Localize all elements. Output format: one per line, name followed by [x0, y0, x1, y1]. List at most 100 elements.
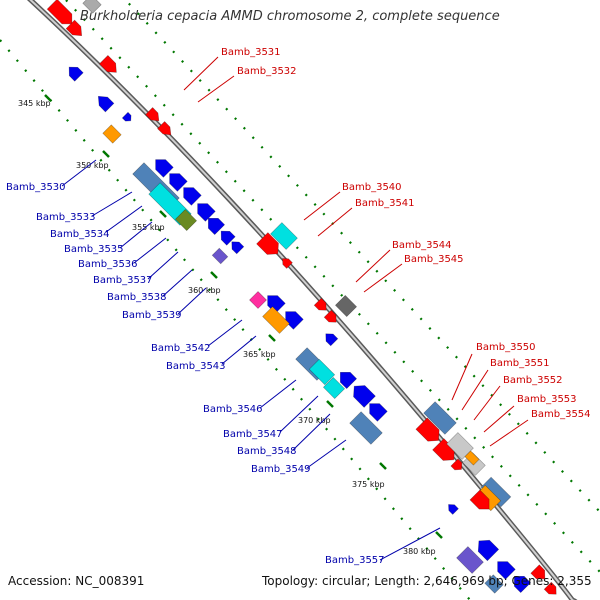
scale-tick-mark: [435, 531, 443, 539]
chromosome-backbone: [29, 0, 575, 600]
cds-orange-feature: [102, 124, 122, 144]
gene-label: Bamb_3545: [404, 254, 464, 265]
cds-purple-feature: [211, 247, 229, 265]
cds-steel-feature: [423, 401, 457, 435]
gene-label-leader: [105, 205, 143, 233]
scale-tick-label: 360 kbp: [188, 286, 221, 295]
cds-magenta-feature: [249, 291, 267, 309]
gene-label-leader: [451, 353, 473, 401]
gene-label: Bamb_3554: [531, 409, 591, 420]
map-title: Burkholderia cepacia AMMD chromosome 2, …: [80, 9, 500, 24]
guide-track-1: [0, 39, 471, 600]
cds-reverse-arrow: [208, 218, 226, 236]
cds-reverse-arrow: [497, 561, 516, 580]
gene-label: Bamb_3537: [93, 275, 153, 286]
cds-orange-feature: [262, 306, 290, 334]
chromosome-backbone-shadow: [26, 0, 578, 600]
cds-reverse-arrow: [448, 504, 459, 515]
scale-tick-label: 350 kbp: [76, 161, 109, 170]
accession-text: Accession: NC_008391: [8, 574, 145, 588]
gene-label-leader: [183, 56, 219, 91]
cds-reverse-arrow: [155, 159, 174, 178]
gene-label: Bamb_3541: [355, 198, 415, 209]
gene-label: Bamb_3542: [151, 343, 211, 354]
gene-label-leader: [147, 251, 179, 280]
gene-label: Bamb_3532: [237, 66, 297, 77]
cds-gray-feature: [82, 0, 102, 14]
gene-label: Bamb_3550: [476, 342, 536, 353]
cds-forward-arrow: [415, 417, 440, 442]
cds-reverse-arrow: [353, 385, 376, 408]
gene-label-leader: [61, 159, 97, 187]
scale-tick-mark: [210, 271, 218, 279]
gene-label: Bamb_3539: [122, 310, 182, 321]
cds-forward-arrow: [98, 54, 117, 73]
scale-tick-mark: [102, 150, 110, 158]
gene-label: Bamb_3553: [517, 394, 577, 405]
gene-label-leader: [197, 75, 235, 103]
gene-label-leader: [303, 191, 341, 221]
cds-orange-feature: [464, 450, 480, 466]
gene-label: Bamb_3543: [166, 361, 226, 372]
cds-reverse-arrow: [231, 241, 245, 255]
scale-tick-label: 345 kbp: [18, 99, 51, 108]
guide-track-3: [124, 0, 600, 513]
cds-forward-arrow: [530, 564, 546, 580]
gene-label-leader: [473, 385, 501, 421]
gene-label-leader: [306, 439, 347, 469]
cds-olive-feature: [174, 208, 198, 232]
gene-label-leader: [91, 191, 133, 217]
gene-label: Bamb_3536: [78, 259, 138, 270]
gene-label: Bamb_3531: [221, 47, 281, 58]
scale-tick-label: 375 kbp: [352, 480, 385, 489]
gene-label-leader: [221, 335, 257, 365]
cds-reverse-arrow: [197, 203, 216, 222]
gene-label-leader: [363, 263, 403, 293]
gene-label: Bamb_3534: [50, 229, 110, 240]
gene-label: Bamb_3551: [490, 358, 550, 369]
guide-track-2: [65, 0, 600, 573]
scale-tick-mark: [326, 400, 334, 408]
cds-steel-feature: [484, 574, 504, 594]
scale-tick-label: 380 kbp: [403, 547, 436, 556]
gene-label-leader: [489, 419, 529, 447]
gene-label: Bamb_3546: [203, 404, 263, 415]
cds-forward-arrow: [450, 458, 463, 471]
cds-lightgray-feature: [446, 432, 474, 460]
cds-reverse-arrow: [369, 403, 388, 422]
cds-cyan-feature: [322, 376, 346, 400]
cds-reverse-arrow: [183, 187, 202, 206]
gene-label: Bamb_3548: [237, 446, 297, 457]
cds-reverse-arrow: [285, 311, 304, 330]
gene-label-leader: [133, 237, 167, 264]
cds-cyan-feature: [270, 222, 298, 250]
gene-label-leader: [379, 527, 441, 561]
gene-label-leader: [259, 379, 297, 409]
scale-tick-label: 370 kbp: [298, 416, 331, 425]
cds-purple-feature: [456, 546, 484, 574]
gene-label-leader: [177, 287, 207, 315]
gene-label: Bamb_3540: [342, 182, 402, 193]
gene-label-leader: [279, 395, 319, 433]
cds-forward-arrow: [256, 232, 279, 255]
gene-label-leader: [292, 413, 331, 451]
gene-label: Bamb_3530: [6, 182, 66, 193]
cds-forward-arrow: [313, 297, 327, 311]
cds-forward-arrow: [282, 258, 293, 269]
cds-forward-arrow: [65, 19, 83, 37]
cds-forward-arrow: [46, 0, 73, 25]
cds-reverse-arrow: [513, 575, 532, 594]
cds-forward-arrow: [323, 309, 337, 323]
cds-forward-arrow: [543, 581, 557, 595]
gene-label-leader: [461, 369, 489, 411]
scale-tick-label: 365 kbp: [243, 350, 276, 359]
cds-reverse-arrow: [325, 333, 339, 347]
cds-steel-feature: [349, 411, 383, 445]
gene-label-leader: [483, 405, 515, 433]
gene-label: Bamb_3544: [392, 240, 452, 251]
cds-cyan-feature: [308, 358, 336, 386]
gene-label-leader: [162, 269, 193, 297]
cds-reverse-arrow: [339, 371, 358, 390]
